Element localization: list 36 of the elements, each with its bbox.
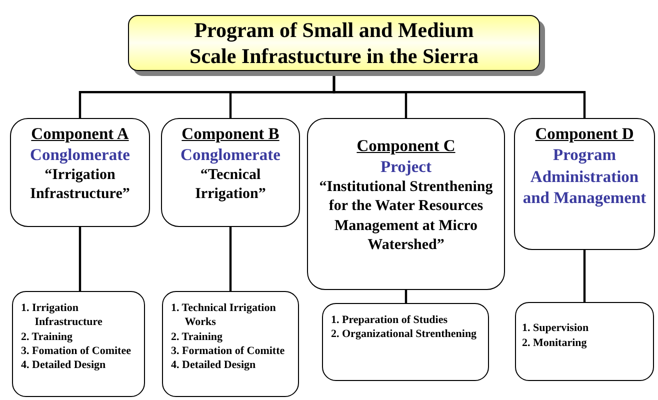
component-box [10,118,150,227]
list-item: 1. Irrigation Infrastructure [21,301,104,330]
list-item: 4. Detailed Design [21,358,107,372]
activity-list-box [322,303,489,381]
component-box [514,118,655,250]
list-item: 2. Monitaring [522,336,588,350]
list-item: 1. Technical Irrigation Works [171,301,277,330]
component-name: “Institutional Strenthening for the Water Resources Management at Micro Watershed” [318,178,494,256]
connector-line [404,290,408,303]
activity-list-box [162,291,299,397]
component-box [307,118,505,290]
title-text: Program of Small and Medium Scale Infrastucture in the Sierra [188,16,480,70]
connector-line [583,250,586,302]
component-box [161,118,300,227]
list-item: 3. Formation of Comitte [171,344,286,358]
component-type: Project [380,156,432,178]
activity-list-box [12,291,145,397]
connector-line [229,227,232,291]
component-type: Conglomerate [30,144,130,166]
list-item: 2. Training [21,330,74,344]
component-heading: Component B [182,123,280,144]
component-name: “Tecnical Irrigation” [194,166,267,204]
component-name: “Irrigation Infrastructure” [29,166,131,204]
activity-list-box [515,302,654,381]
component-heading: Component D [535,123,634,144]
list-item: 1. Preparation of Studies [331,313,449,328]
list-item: 3. Fomation of Comitee [21,344,132,358]
component-heading: Component A [31,123,129,144]
list-item: 2. Organizational Strenthening [331,327,478,342]
component-type: Program Administration and Management [522,144,648,209]
list-item: 4. Detailed Design [171,358,257,372]
component-type: Conglomerate [180,144,280,166]
connector-line [78,227,82,291]
component-heading: Component C [356,135,456,156]
list-item: 1. Supervision [522,321,590,336]
list-item: 2. Training [171,330,224,344]
